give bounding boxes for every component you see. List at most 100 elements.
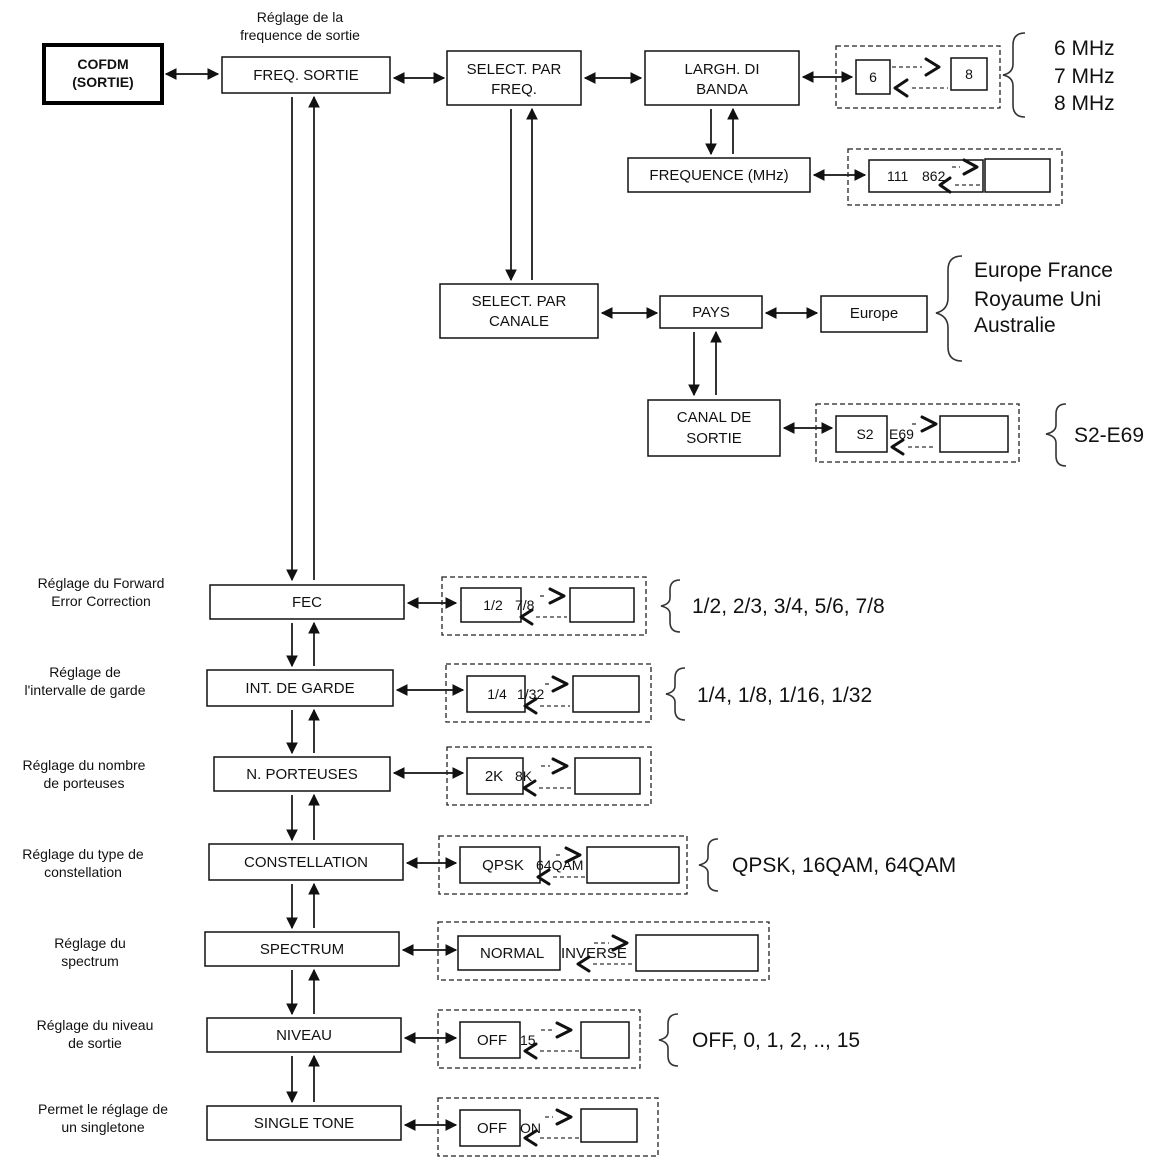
select-par-freq-node: SELECT. PAR FREQ. (446, 50, 582, 106)
band-from: 6 (869, 69, 877, 85)
select-par-canale-node: SELECT. PAR CANALE (439, 283, 599, 339)
const-to: 64QAM (536, 857, 583, 873)
n-porteuses-node: N. PORTEUSES (213, 756, 391, 792)
largh-label-2: BANDA (696, 81, 748, 98)
pays-label: PAYS (692, 304, 730, 321)
canal-brace (1045, 403, 1067, 467)
note-const-1: Réglage du type de (22, 846, 144, 862)
niveau-label: NIVEAU (276, 1027, 332, 1044)
canal-to: E69 (889, 426, 914, 442)
spectrum-label: SPECTRUM (260, 941, 344, 958)
note-fec-1: Réglage du Forward (38, 575, 165, 591)
cofdm-label-2: (SORTIE) (72, 74, 133, 90)
note-niveau-2: de sortie (68, 1035, 122, 1051)
single-tone-label: SINGLE TONE (254, 1115, 354, 1132)
garde-label: INT. DE GARDE (245, 680, 354, 697)
porteuses-label: N. PORTEUSES (246, 766, 357, 783)
note-niveau-1: Réglage du niveau (37, 1017, 154, 1033)
select-canale-label-1: SELECT. PAR (472, 293, 567, 310)
fec-node: FEC (209, 584, 405, 620)
constellation-label: CONSTELLATION (244, 854, 368, 871)
band-option-3: 8 MHz (1054, 92, 1115, 115)
porteuses-selector: 2K 8K (446, 746, 652, 806)
const-option: QPSK, 16QAM, 64QAM (732, 854, 956, 877)
pays-option-2: Royaume Uni (974, 288, 1101, 311)
single-tone-node: SINGLE TONE (206, 1105, 402, 1141)
constellation-node: CONSTELLATION (208, 843, 404, 881)
pays-node: PAYS (659, 295, 763, 329)
note-spectrum-1: Réglage du (54, 935, 126, 951)
note-porteuses-2: de porteuses (44, 775, 125, 791)
garde-to: 1/32 (517, 686, 544, 702)
band-option-2: 7 MHz (1054, 65, 1115, 88)
note-tone-2: un singletone (61, 1119, 145, 1135)
band-option-1: 6 MHz (1054, 37, 1115, 60)
garde-brace (665, 667, 686, 721)
spectrum-node: SPECTRUM (204, 931, 400, 967)
freq-to: 862 (922, 168, 946, 184)
band-selector: 6 8 (835, 45, 1001, 109)
garde-selector: 1/4 1/32 (445, 663, 652, 723)
largh-label-1: LARGH. DI (684, 61, 759, 78)
porteuses-from: 2K (485, 768, 503, 785)
canal-label-1: CANAL DE (677, 409, 751, 426)
canal-label-2: SORTIE (686, 430, 742, 447)
const-brace (698, 838, 719, 892)
pays-option-3: Australie (974, 314, 1056, 337)
tone-selector: OFF ON (437, 1097, 659, 1157)
fec-brace (660, 579, 681, 633)
garde-from: 1/4 (487, 686, 507, 702)
note-garde-2: l'intervalle de garde (25, 682, 146, 698)
niveau-node: NIVEAU (206, 1017, 402, 1053)
niveau-brace (658, 1013, 679, 1067)
note-freq-2: frequence de sortie (240, 27, 360, 43)
fec-to: 7/8 (515, 597, 535, 613)
fec-from: 1/2 (483, 597, 503, 613)
note-freq-1: Réglage de la (257, 9, 344, 25)
spectrum-selector: NORMAL INVERSE (437, 921, 770, 981)
select-canale-label-2: CANALE (489, 313, 549, 330)
niveau-from: OFF (477, 1032, 507, 1049)
spectrum-from: NORMAL (480, 945, 544, 962)
tone-from: OFF (477, 1120, 507, 1137)
note-tone-1: Permet le réglage de (38, 1101, 168, 1117)
cofdm-label-1: COFDM (77, 56, 128, 72)
europe-label: Europe (850, 305, 898, 322)
canal-selector: S2 E69 (815, 403, 1020, 463)
pays-brace (935, 255, 963, 362)
frequence-label: FREQUENCE (MHz) (649, 167, 788, 184)
europe-node: Europe (820, 295, 928, 333)
note-const-2: constellation (44, 864, 122, 880)
garde-option: 1/4, 1/8, 1/16, 1/32 (697, 684, 872, 707)
freq-sortie-label: FREQ. SORTIE (253, 67, 359, 84)
note-fec-2: Error Correction (51, 593, 151, 609)
note-spectrum-2: spectrum (61, 953, 119, 969)
frequence-selector: 111 862 (847, 148, 1063, 206)
niveau-selector: OFF 15 (437, 1009, 641, 1069)
largh-banda-node: LARGH. DI BANDA (644, 50, 800, 106)
freq-from: 111 (887, 168, 908, 184)
niveau-option: OFF, 0, 1, 2, .., 15 (692, 1029, 860, 1052)
canal-option: S2-E69 (1074, 424, 1144, 447)
freq-sortie-node: FREQ. SORTIE (221, 56, 391, 94)
const-from: QPSK (482, 857, 524, 874)
fec-option: 1/2, 2/3, 3/4, 5/6, 7/8 (692, 595, 885, 618)
porteuses-to: 8K (515, 768, 533, 784)
niveau-to: 15 (520, 1032, 536, 1048)
canal-de-sortie-node: CANAL DE SORTIE (647, 399, 781, 457)
spectrum-to: INVERSE (561, 945, 627, 962)
note-porteuses-1: Réglage du nombre (23, 757, 146, 773)
note-garde-1: Réglage de (49, 664, 121, 680)
fec-label: FEC (292, 594, 322, 611)
constellation-selector: QPSK 64QAM (438, 835, 688, 895)
int-de-garde-node: INT. DE GARDE (206, 669, 394, 707)
canal-from: S2 (856, 426, 873, 442)
band-to: 8 (965, 66, 973, 82)
band-brace (1002, 32, 1026, 118)
pays-option-1: Europe France (974, 259, 1113, 282)
cofdm-sortie-node: COFDM (SORTIE) (42, 43, 164, 105)
select-freq-label-2: FREQ. (491, 81, 537, 98)
select-freq-label-1: SELECT. PAR (467, 61, 562, 78)
fec-selector: 1/2 7/8 (441, 576, 647, 636)
